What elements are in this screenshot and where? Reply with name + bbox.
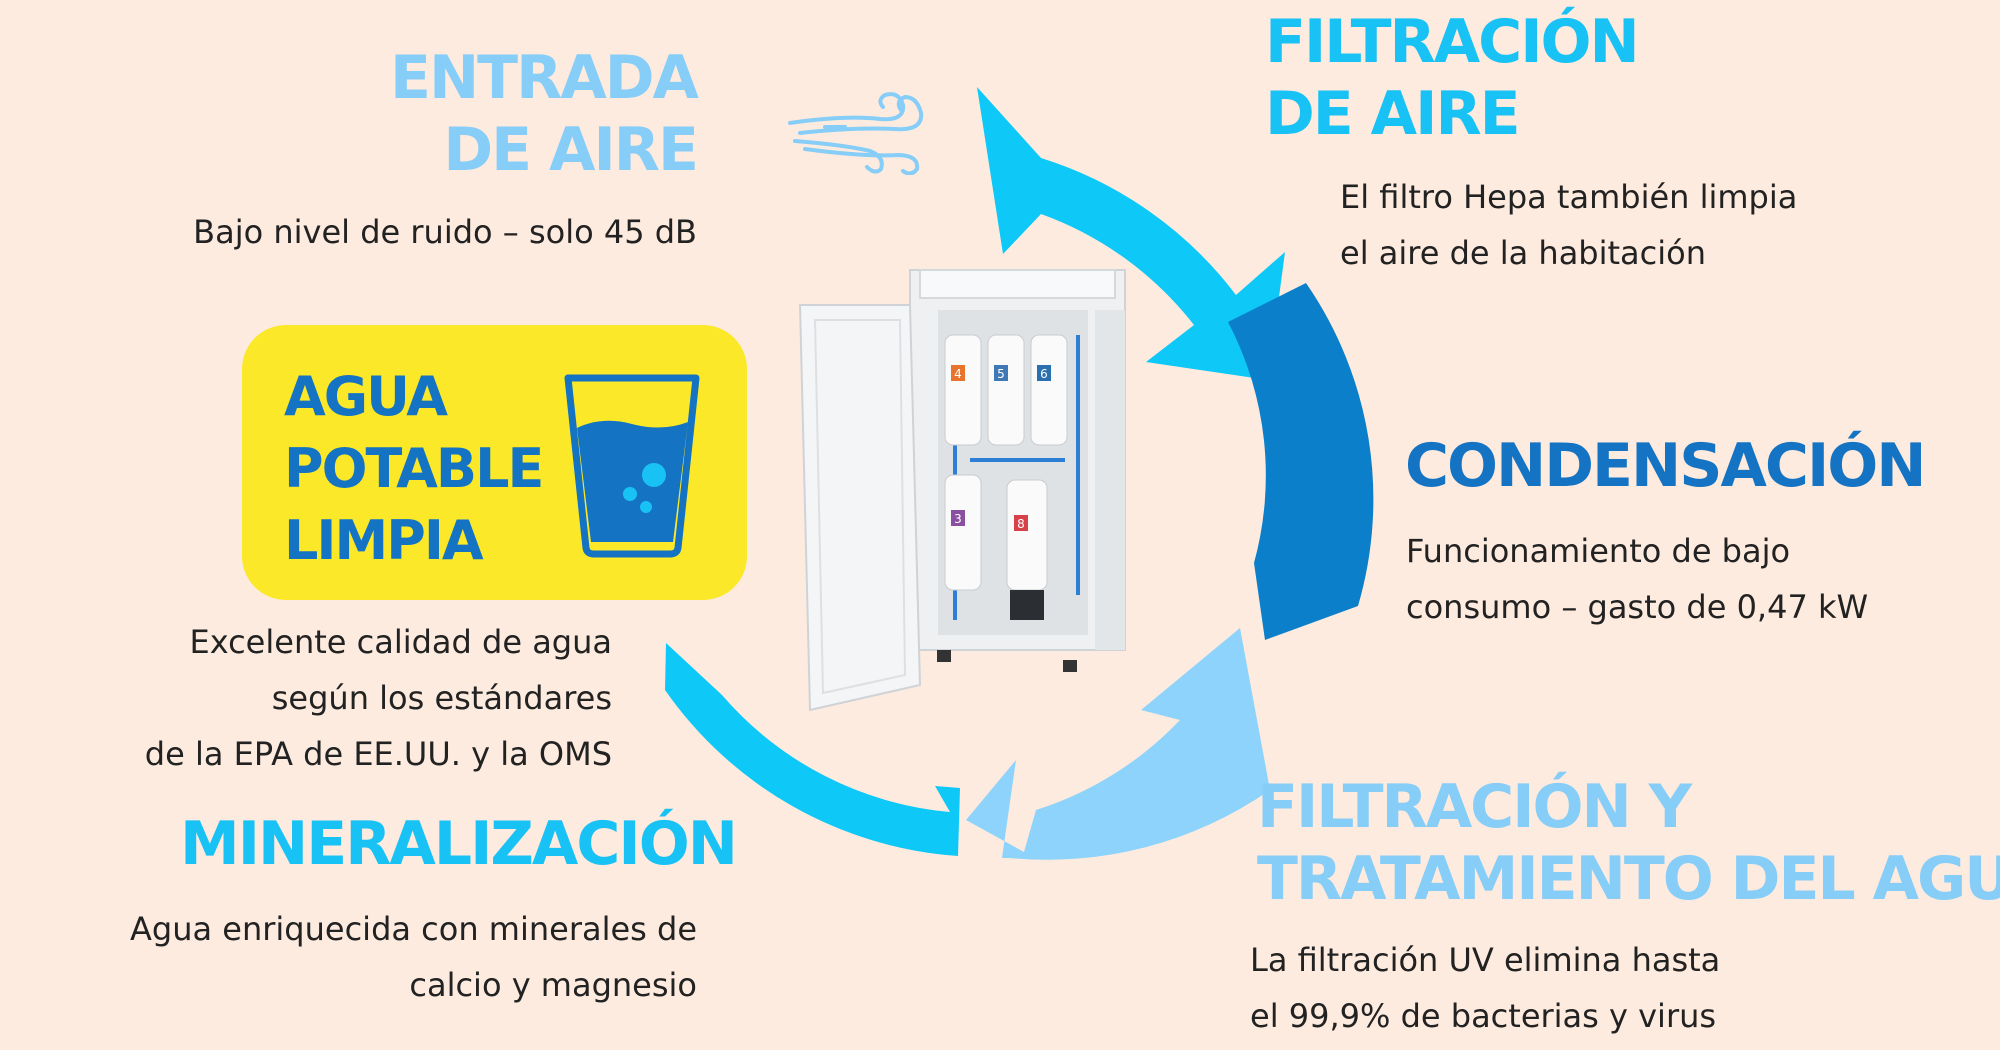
clean-water-title-line: LIMPIA: [284, 509, 484, 572]
arrow-treatment-to-mineralization: [665, 643, 960, 856]
clean-water-desc-line: según los estándares: [271, 679, 612, 717]
air-intake-title-line: ENTRADA: [389, 43, 699, 113]
air-intake-title-line: DE AIRE: [443, 115, 699, 185]
air-intake-desc-line: Bajo nivel de ruido – solo 45 dB: [193, 213, 697, 251]
air-intake-title: ENTRADA DE AIRE: [340, 42, 699, 186]
filter-cartridge: 4: [944, 334, 982, 446]
filter-base: [1010, 590, 1044, 620]
filter-cartridge: 5: [987, 334, 1025, 446]
filter-label: [951, 510, 965, 526]
water-treatment-title: FILTRACIÓN Y TRATAMIENTO DEL AGUA: [1257, 771, 2000, 915]
air-filtration-desc-line: el aire de la habitación: [1340, 234, 1706, 272]
filter-label: [951, 365, 965, 381]
water-purifier-illustration: 4 5 6 3 8: [798, 269, 1126, 712]
clean-water-description: Excelente calidad de agua según los está…: [80, 614, 612, 782]
cabinet-foot: [937, 650, 951, 662]
clean-water-box: AGUA POTABLE LIMPIA: [242, 325, 747, 600]
arrow-filtration-to-condensation: [1228, 283, 1374, 640]
clean-water-desc-line: de la EPA de EE.UU. y la OMS: [144, 735, 612, 773]
condensation-desc-line: consumo – gasto de 0,47 kW: [1406, 588, 1869, 626]
air-intake-description: Bajo nivel de ruido – solo 45 dB: [100, 204, 697, 260]
condensation-desc-line: Funcionamiento de bajo: [1406, 532, 1791, 570]
svg-text:3: 3: [954, 512, 962, 526]
condensation-title-line: CONDENSACIÓN: [1405, 431, 1927, 501]
air-filtration-title-line: DE AIRE: [1265, 79, 1521, 149]
arrow-condensation-to-treatment: [966, 628, 1270, 860]
arrow-intake-to-filtration: [977, 87, 1285, 380]
svg-text:6: 6: [1040, 367, 1048, 381]
mineralization-title: MINERALIZACIÓN: [180, 808, 738, 880]
filter-label: [1037, 365, 1051, 381]
svg-text:8: 8: [1017, 517, 1025, 531]
air-filtration-title: FILTRACIÓN DE AIRE: [1265, 6, 1685, 150]
air-filtration-title-line: FILTRACIÓN: [1265, 7, 1640, 77]
water-glass-icon: [564, 374, 700, 558]
filter-label: [994, 365, 1008, 381]
water-treatment-desc-line: La filtración UV elimina hasta: [1250, 941, 1721, 979]
air-filtration-desc-line: El filtro Hepa también limpia: [1340, 178, 1798, 216]
mineralization-description: Agua enriquecida con minerales de calcio…: [60, 901, 697, 1013]
filter-cartridge: 6: [1030, 334, 1068, 446]
condensation-title: CONDENSACIÓN: [1405, 430, 1965, 502]
clean-water-title: AGUA POTABLE LIMPIA: [284, 361, 544, 577]
open-door: [798, 304, 922, 712]
air-filtration-description: El filtro Hepa también limpia el aire de…: [1340, 169, 1940, 281]
water-treatment-title-line: TRATAMIENTO DEL AGUA: [1257, 844, 2000, 914]
cabinet-top: [919, 269, 1116, 299]
filter-cartridge: 3: [944, 474, 982, 591]
water-treatment-title-line: FILTRACIÓN Y: [1257, 772, 1692, 842]
water-treatment-description: La filtración UV elimina hasta el 99,9% …: [1250, 932, 1850, 1044]
clean-water-title-line: POTABLE: [284, 437, 544, 500]
mineralization-title-line: MINERALIZACIÓN: [180, 809, 738, 879]
mineralization-desc-line: calcio y magnesio: [409, 966, 697, 1004]
svg-text:4: 4: [954, 367, 962, 381]
wind-icon: [788, 92, 924, 175]
condensation-description: Funcionamiento de bajo consumo – gasto d…: [1406, 523, 1966, 635]
clean-water-title-line: AGUA: [284, 365, 448, 428]
filter-label: [1014, 515, 1028, 531]
side-panel: [1095, 310, 1125, 650]
mineralization-desc-line: Agua enriquecida con minerales de: [130, 910, 697, 948]
filter-cartridge: 8: [1006, 479, 1048, 591]
water-treatment-desc-line: el 99,9% de bacterias y virus: [1250, 997, 1717, 1035]
svg-text:5: 5: [997, 367, 1005, 381]
clean-water-desc-line: Excelente calidad de agua: [189, 623, 612, 661]
cabinet-foot: [1063, 660, 1077, 672]
